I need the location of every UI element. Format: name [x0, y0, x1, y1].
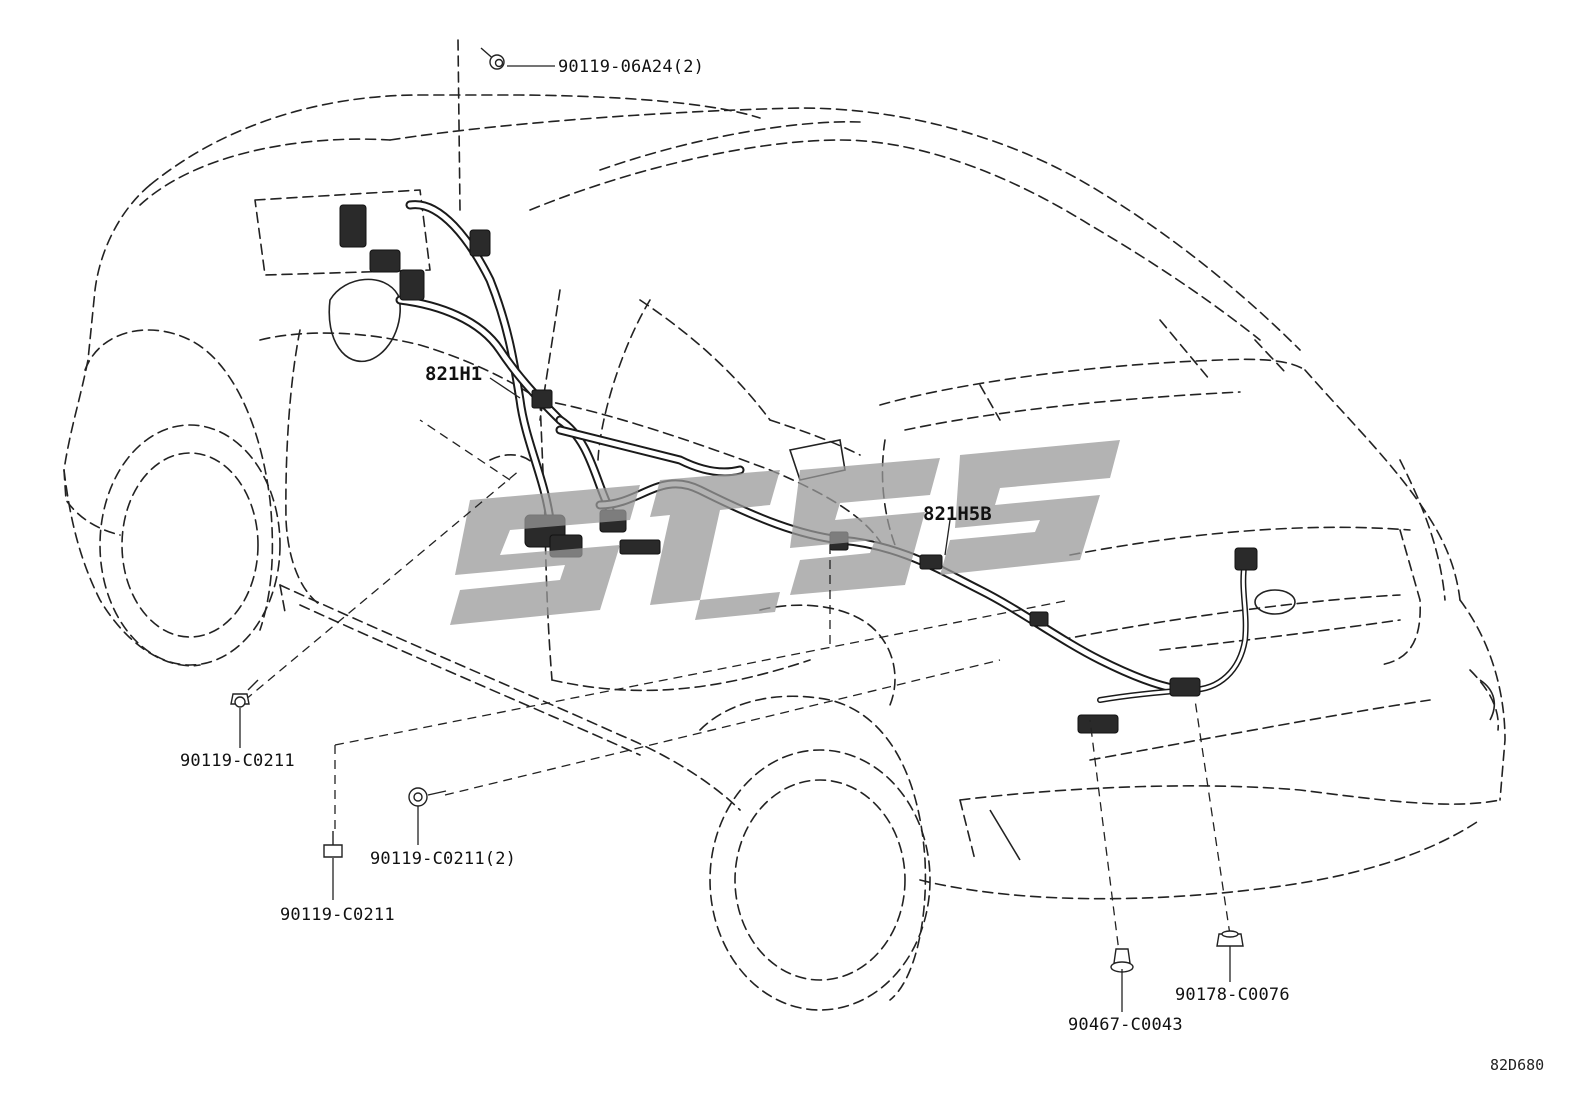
harness-label-821h1: 821H1	[425, 363, 482, 385]
callout-labels: 90119-06A24(2) 90119-C0211 90119-C0211(2…	[180, 57, 1544, 1074]
watermark-logo	[450, 440, 1120, 625]
bolt-icon	[323, 831, 343, 858]
callout-clip-rear-left: 90467-C0043	[1068, 1015, 1183, 1035]
diagram-code: 82D680	[1490, 1056, 1544, 1074]
callout-nut-rear-right: 90178-C0076	[1175, 985, 1290, 1005]
nut-icon	[1216, 930, 1244, 947]
callout-bolt-top: 90119-06A24(2)	[558, 57, 704, 77]
callout-bolt-mid: 90119-C0211(2)	[370, 849, 516, 869]
clip-icon	[1110, 948, 1134, 973]
bolt-icon	[480, 47, 505, 70]
callout-bolt-lower: 90119-C0211	[280, 905, 395, 925]
callout-bolt-left: 90119-C0211	[180, 751, 295, 771]
bolt-icon	[230, 679, 259, 708]
bolt-icon	[408, 787, 447, 807]
leader-lines	[239, 65, 1231, 1012]
harness-label-821h5b: 821H5B	[923, 503, 992, 525]
lead-lines	[244, 419, 1231, 961]
